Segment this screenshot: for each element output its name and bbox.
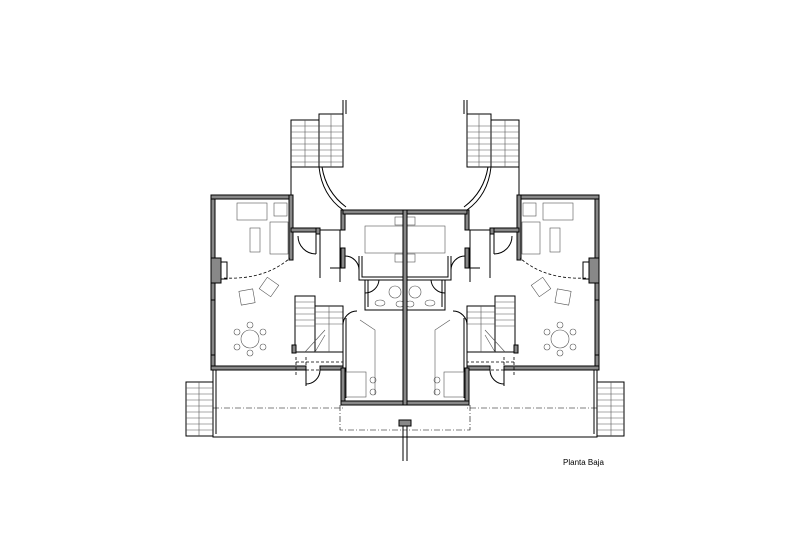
drawing-title: Planta Baja bbox=[563, 458, 604, 467]
unit-right bbox=[404, 99, 625, 438]
party-wall bbox=[398, 209, 412, 461]
unit-left bbox=[185, 99, 406, 438]
